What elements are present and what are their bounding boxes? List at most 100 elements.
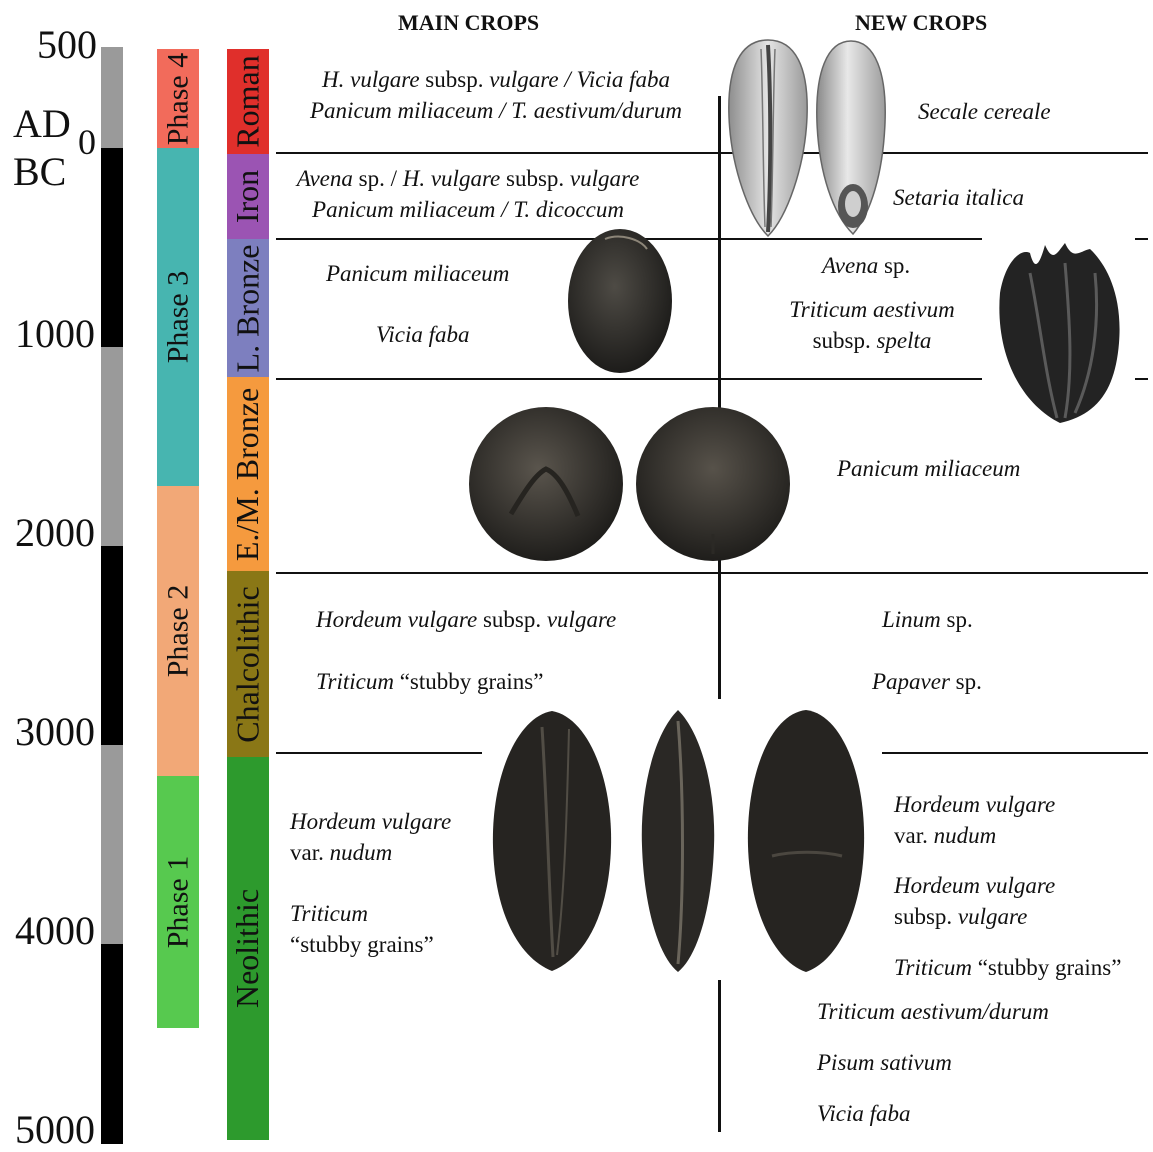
- main-crops-header: MAIN CROPS: [398, 10, 539, 36]
- rank: subsp.: [500, 166, 570, 191]
- new-roman-crop: Secale cereale: [918, 96, 1051, 127]
- main-iron-crops: Avena sp. / H. vulgare subsp. vulgare Pa…: [272, 163, 664, 225]
- phase-2-label: Phase 2: [161, 585, 195, 678]
- new-neolithic-crop-4: Triticum aestivum/durum: [817, 996, 1049, 1027]
- scale-segment-dark: [101, 944, 123, 1144]
- scale-segment-dark: [101, 148, 123, 347]
- taxon: Triticum aestivum: [789, 297, 954, 322]
- rank: “stubby grains”: [394, 669, 543, 694]
- taxon: H. vulgare: [322, 67, 420, 92]
- year-label-3000: 3000: [15, 712, 95, 752]
- phase-3-bar: Phase 3: [157, 148, 199, 486]
- year-label-1000: 1000: [15, 314, 95, 354]
- new-neolithic-crop-5: Pisum sativum: [817, 1047, 952, 1078]
- taxon: Hordeum vulgare: [894, 792, 1055, 817]
- period-early-middle-bronze-label: E./M. Bronze: [230, 387, 267, 560]
- taxon: Hordeum vulgare: [316, 607, 477, 632]
- period-neolithic-label: Neolithic: [230, 889, 267, 1008]
- taxon: vulgare: [958, 904, 1027, 929]
- taxon: Triticum: [316, 669, 394, 694]
- period-roman-label: Roman: [230, 55, 267, 147]
- taxon: Secale cereale: [918, 99, 1051, 124]
- taxon: Panicum miliaceum / T. dicoccum: [312, 197, 624, 222]
- new-neolithic-crop-3: Triticum “stubby grains”: [894, 952, 1121, 983]
- column-divider-upper: [718, 96, 721, 699]
- ad-label: AD: [13, 104, 71, 144]
- taxon: Setaria italica: [893, 185, 1024, 210]
- year-label-5000: 5000: [15, 1110, 95, 1150]
- divider-chalcolithic-neolithic-right: [882, 752, 1148, 754]
- scale-segment-light: [101, 347, 123, 546]
- new-neolithic-crop-1: Hordeum vulgare var. nudum: [894, 789, 1055, 851]
- year-label-500: 500: [37, 25, 97, 65]
- phase-4-bar: Phase 4: [157, 49, 199, 148]
- period-late-bronze-label: L. Bronze: [230, 244, 267, 372]
- divider-lbronze-embronze-right: [1135, 378, 1148, 380]
- rye-grain-image-ventral: [725, 37, 811, 239]
- main-roman-line1: H. vulgare subsp. vulgare / Vicia faba: [286, 64, 706, 95]
- main-iron-line2: Panicum miliaceum / T. dicoccum: [272, 194, 664, 225]
- millet-grain-image-left: [466, 404, 626, 564]
- divider-lbronze-embronze: [276, 378, 982, 380]
- main-roman-line2: Panicum miliaceum / T. aestivum/durum: [286, 95, 706, 126]
- phase-1-bar: Phase 1: [157, 776, 199, 1028]
- taxon: Panicum miliaceum / T. aestivum/durum: [310, 98, 682, 123]
- scale-segment-light: [101, 745, 123, 944]
- main-iron-line1: Avena sp. / H. vulgare subsp. vulgare: [272, 163, 664, 194]
- rank: “stubby grains”: [290, 932, 434, 957]
- phase-4-label: Phase 4: [161, 52, 195, 145]
- taxon: Avena: [297, 166, 353, 191]
- taxon: Vicia faba: [376, 322, 469, 347]
- rank: “stubby grains”: [972, 955, 1121, 980]
- taxon: Papaver: [872, 669, 950, 694]
- year-label-zero: 0: [78, 124, 96, 160]
- pea-seed-image: [565, 227, 675, 375]
- rank: subsp.: [813, 328, 877, 353]
- divider-embronze-chalcolithic: [276, 572, 1148, 574]
- period-chalcolithic-bar: Chalcolithic: [227, 571, 269, 757]
- rank: subsp.: [477, 607, 547, 632]
- period-roman-bar: Roman: [227, 49, 269, 154]
- taxon: Avena: [822, 253, 878, 278]
- period-early-middle-bronze-bar: E./M. Bronze: [227, 377, 269, 571]
- wheat-grain-image-left: [487, 707, 617, 975]
- year-label-2000: 2000: [15, 513, 95, 553]
- rye-grain-image-dorsal: [813, 38, 889, 238]
- rank: var.: [894, 823, 934, 848]
- period-iron-label: Iron: [230, 170, 267, 223]
- main-neolithic-crop-1: Hordeum vulgare var. nudum: [290, 806, 451, 868]
- rank: subsp.: [420, 67, 490, 92]
- new-neolithic-crop-2: Hordeum vulgare subsp. vulgare: [894, 870, 1055, 932]
- new-chalcolithic-crop-1: Linum sp.: [882, 604, 973, 635]
- rank: var.: [290, 840, 330, 865]
- divider-roman-iron: [276, 152, 1148, 154]
- main-chalcolithic-crop-2: Triticum “stubby grains”: [316, 666, 543, 697]
- period-iron-bar: Iron: [227, 154, 269, 239]
- millet-grain-image-right: [633, 404, 793, 564]
- main-neolithic-crop-2: Triticum “stubby grains”: [290, 898, 434, 960]
- main-chalcolithic-crop-1: Hordeum vulgare subsp. vulgare: [316, 604, 616, 635]
- rank: subsp.: [894, 904, 958, 929]
- main-roman-crops: H. vulgare subsp. vulgare / Vicia faba P…: [286, 64, 706, 126]
- wheat-grain-image-right: [742, 706, 870, 976]
- taxon: Hordeum vulgare: [290, 809, 451, 834]
- column-divider-lower: [718, 980, 721, 1132]
- spelt-spikelet-image: [985, 233, 1135, 428]
- taxon: H. vulgare: [403, 166, 501, 191]
- scale-segment-light: [101, 47, 123, 148]
- taxon: Triticum aestivum/durum: [817, 999, 1049, 1024]
- new-iron-crop: Setaria italica: [893, 182, 1024, 213]
- scale-segment-dark: [101, 546, 123, 745]
- year-label-4000: 4000: [15, 911, 95, 951]
- taxon: Panicum miliaceum: [326, 261, 509, 286]
- taxon: vulgare: [570, 166, 639, 191]
- taxon: Triticum: [290, 901, 368, 926]
- period-late-bronze-bar: L. Bronze: [227, 239, 269, 377]
- rank: sp.: [878, 253, 910, 278]
- new-embronze-crop: Panicum miliaceum: [837, 453, 1020, 484]
- taxon: Pisum sativum: [817, 1050, 952, 1075]
- taxon: Vicia faba: [817, 1101, 910, 1126]
- new-chalcolithic-crop-2: Papaver sp.: [872, 666, 982, 697]
- rank: sp.: [950, 669, 982, 694]
- phase-2-bar: Phase 2: [157, 486, 199, 776]
